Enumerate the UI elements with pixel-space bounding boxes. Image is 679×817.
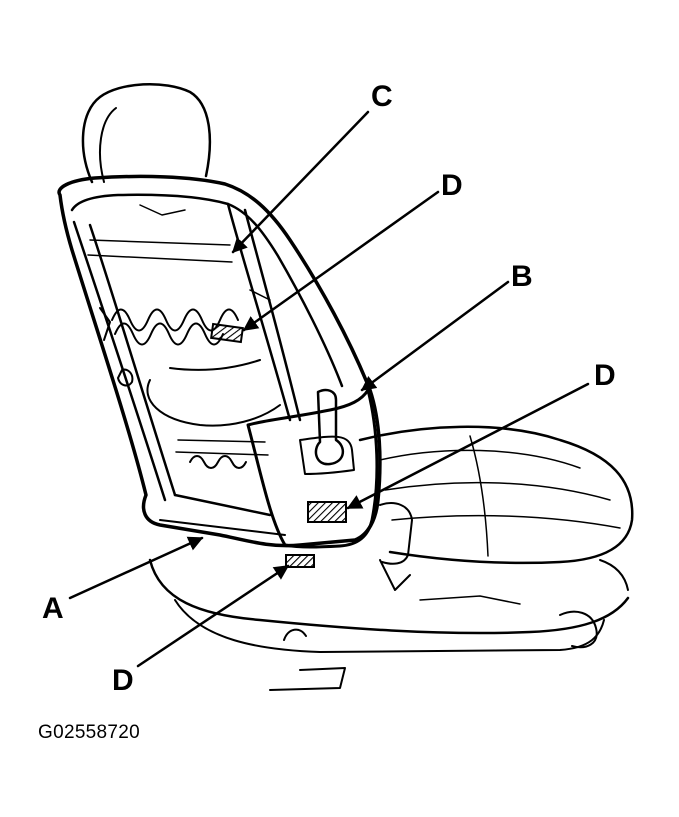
label-d-right: D	[594, 359, 616, 392]
leader-a	[68, 536, 204, 600]
clip-right	[307, 501, 347, 523]
leader-d-right	[346, 382, 590, 510]
clip-lower	[285, 554, 315, 568]
label-d-lower: D	[112, 664, 134, 697]
headrest	[81, 83, 212, 184]
seat-cushion	[358, 425, 634, 565]
leader-d-upper	[242, 190, 440, 332]
clip-upper	[210, 322, 244, 344]
leader-b	[360, 280, 510, 392]
clip-markers	[210, 322, 347, 568]
figure-code: G02558720	[38, 722, 141, 743]
seatback-springs	[87, 204, 281, 469]
seatback-frame	[57, 174, 382, 548]
leader-lines	[68, 110, 590, 668]
leader-c	[231, 110, 370, 254]
side-panel	[246, 388, 413, 565]
leader-d-lower	[136, 564, 290, 668]
seat-base	[148, 558, 630, 691]
label-b: B	[511, 260, 533, 293]
label-a: A	[42, 592, 64, 625]
label-c: C	[371, 80, 393, 113]
label-d-upper: D	[441, 169, 463, 202]
